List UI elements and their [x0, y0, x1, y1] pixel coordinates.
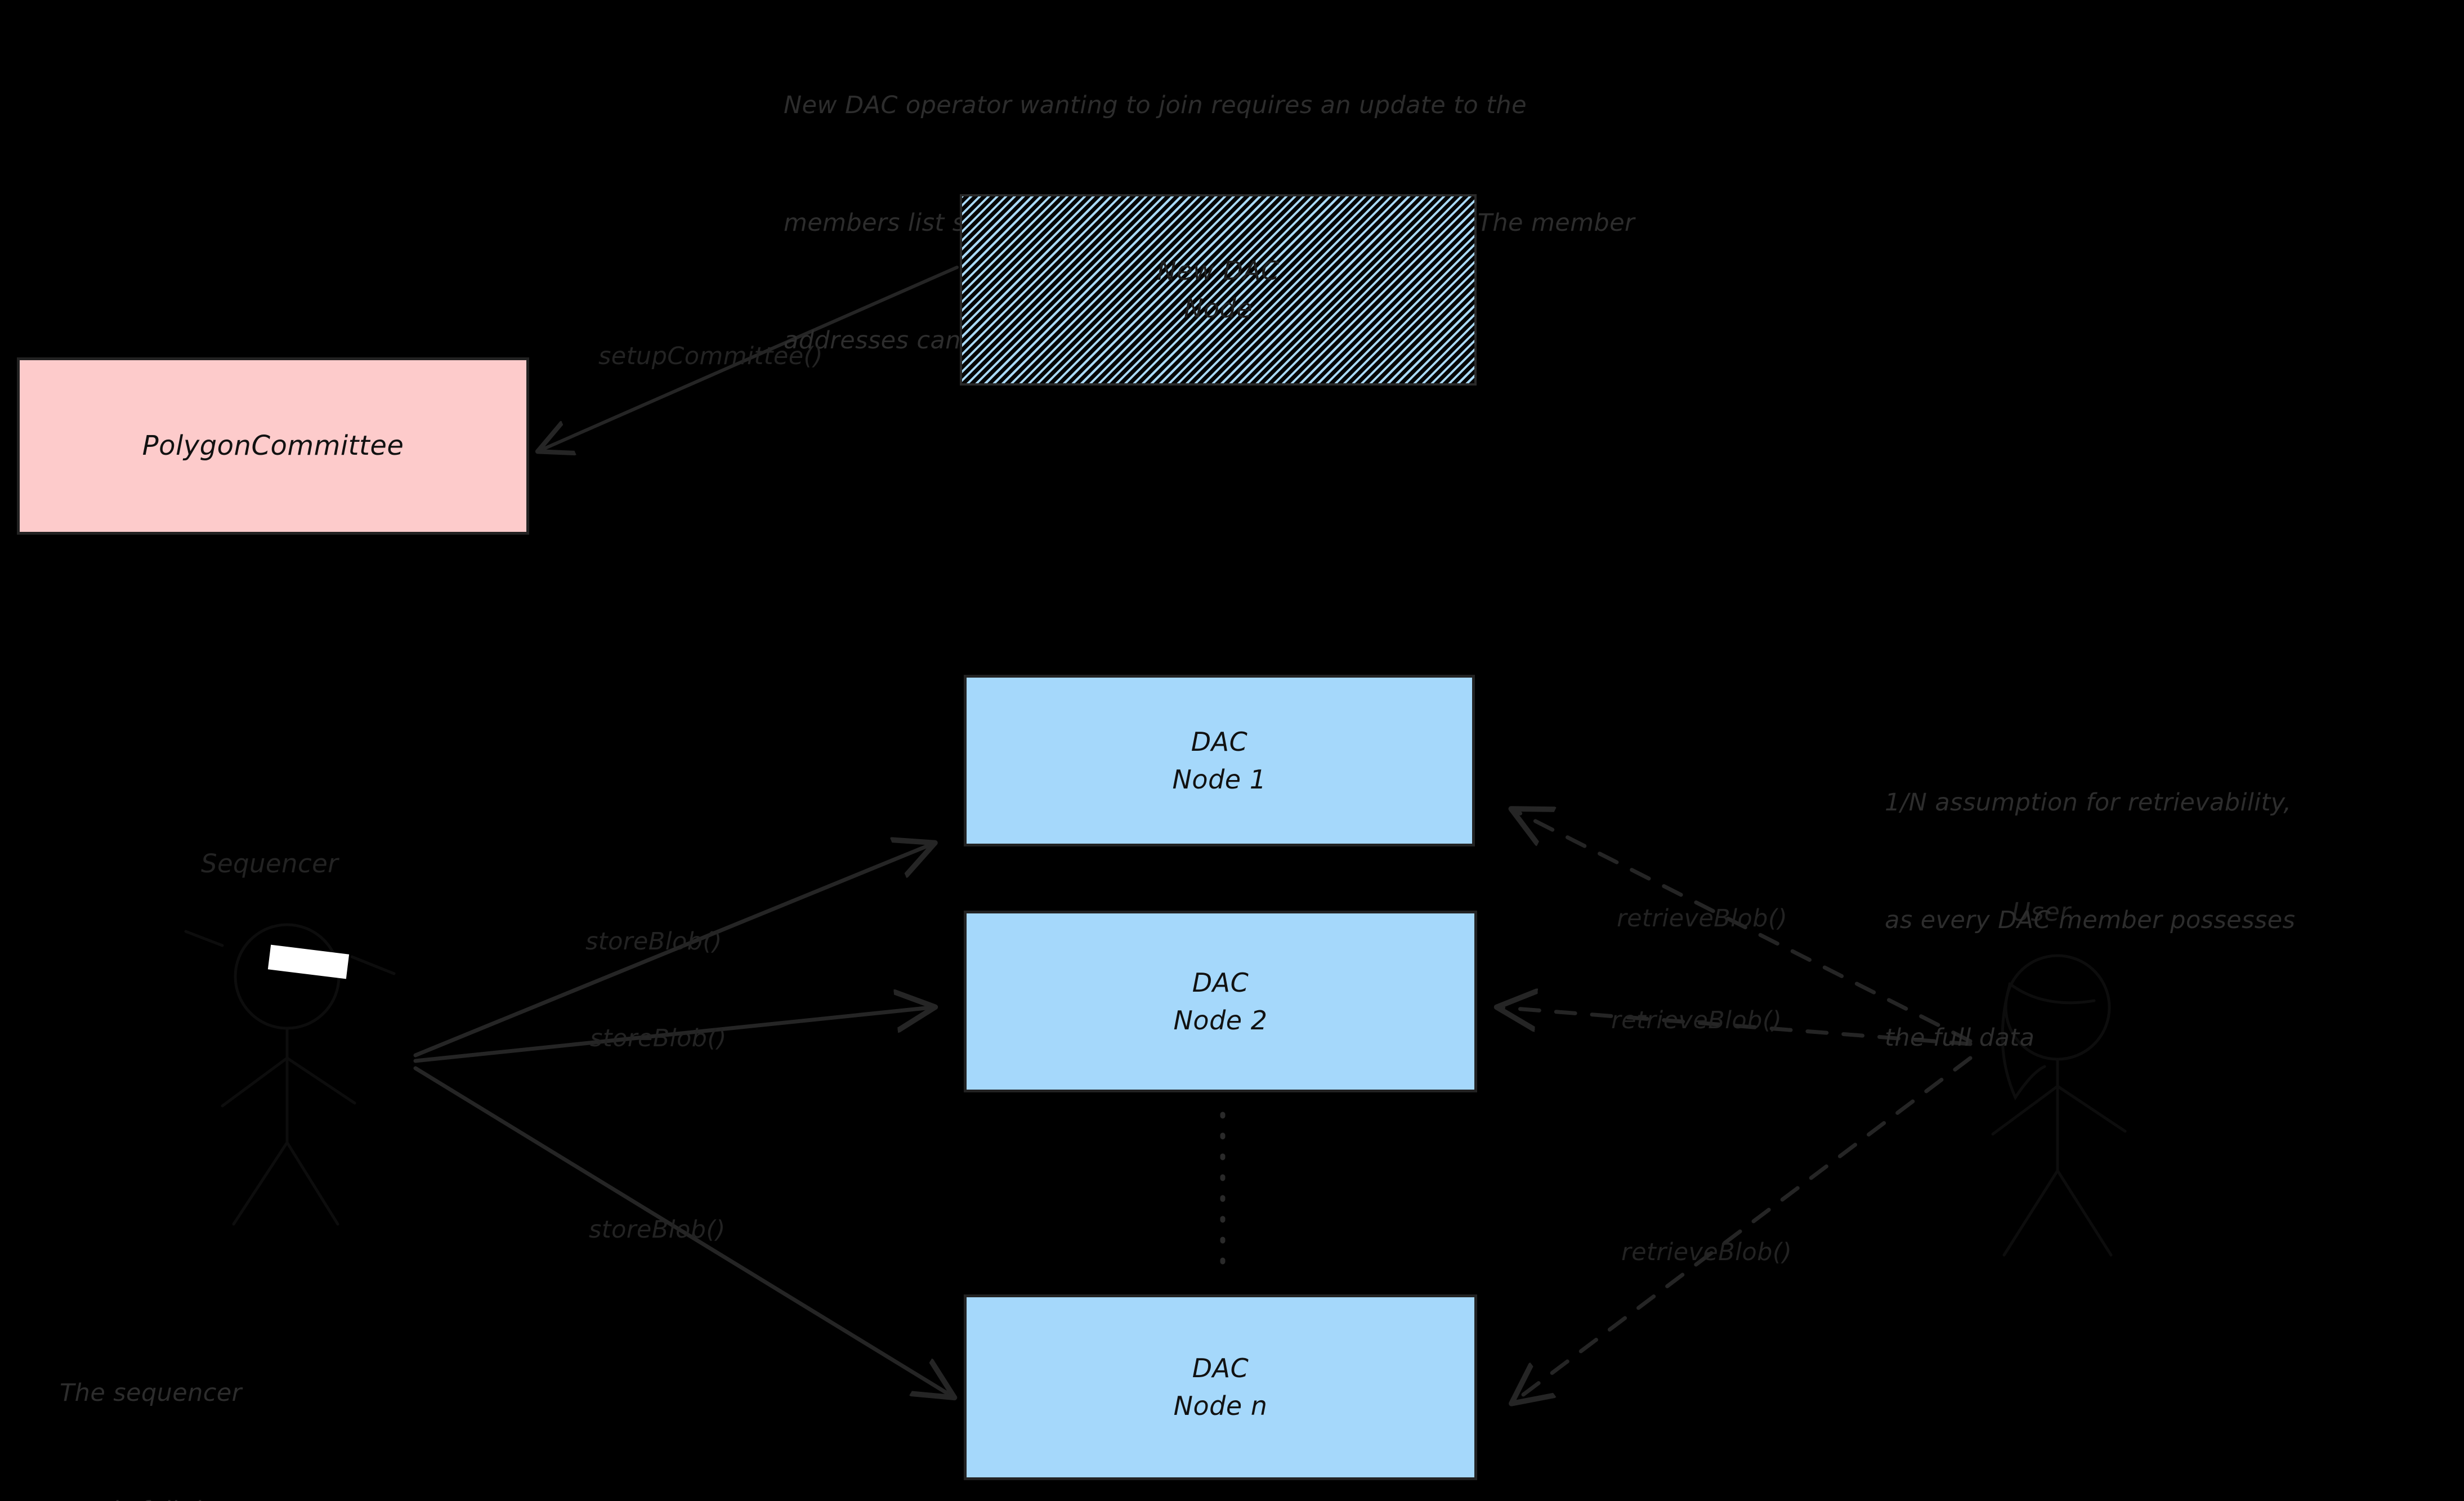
edge-label-setup-committee: setupCommittee(): [598, 342, 823, 370]
annotation-right-line-1: 1/N assumption for retrievability,: [1885, 788, 2292, 817]
edge-label-retrieve-blob-n: retrieveBlob(): [1621, 1238, 1792, 1266]
node-dac-node-2-title: DAC: [1192, 967, 1249, 998]
node-dac-node-n[interactable]: DAC Node n: [964, 1294, 1477, 1480]
node-polygon-committee[interactable]: PolygonCommittee: [17, 357, 529, 535]
node-new-dac-node-subtitle: Node: [1183, 293, 1253, 324]
edge-label-store-blob-2: storeBlob(): [590, 1024, 727, 1052]
actor-label-user: User: [2012, 897, 2071, 927]
node-new-dac-node[interactable]: New DAC Node: [960, 194, 1477, 386]
annotation-right-line-3: the full data: [1885, 1024, 2035, 1052]
annotation-bottom-line-2: sends full data to: [60, 1491, 343, 1501]
node-dac-node-2[interactable]: DAC Node 2: [964, 911, 1477, 1092]
node-polygon-committee-title: PolygonCommittee: [142, 429, 404, 461]
edge-label-store-blob-n: storeBlob(): [589, 1216, 726, 1244]
node-dac-node-n-title: DAC: [1192, 1353, 1249, 1384]
node-dac-node-1[interactable]: DAC Node 1: [964, 675, 1475, 846]
node-dac-node-n-subtitle: Node n: [1173, 1391, 1268, 1421]
annotation-bottom-left-note: The sequencer sends full data to all mem…: [60, 1296, 343, 1501]
annotation-right-line-2: as every DAC member possesses: [1885, 906, 2296, 935]
node-dac-node-1-title: DAC: [1191, 726, 1248, 757]
annotation-top-line-1: New DAC operator wanting to join require…: [784, 91, 1527, 120]
node-dac-node-1-subtitle: Node 1: [1172, 764, 1267, 795]
actor-label-sequencer: Sequencer: [201, 849, 339, 879]
node-new-dac-node-title: New DAC: [1157, 256, 1280, 286]
annotation-bottom-line-1: The sequencer: [60, 1379, 242, 1408]
node-dac-node-2-subtitle: Node 2: [1173, 1005, 1268, 1036]
sequencer-highlight-tag: [267, 944, 350, 979]
edge-label-retrieve-blob-2: retrieveBlob(): [1611, 1006, 1782, 1034]
edge-label-store-blob-1: storeBlob(): [585, 928, 722, 956]
annotation-right-note: 1/N assumption for retrievability, as ev…: [1885, 705, 2295, 1136]
edge-label-retrieve-blob-1: retrieveBlob(): [1617, 904, 1788, 933]
